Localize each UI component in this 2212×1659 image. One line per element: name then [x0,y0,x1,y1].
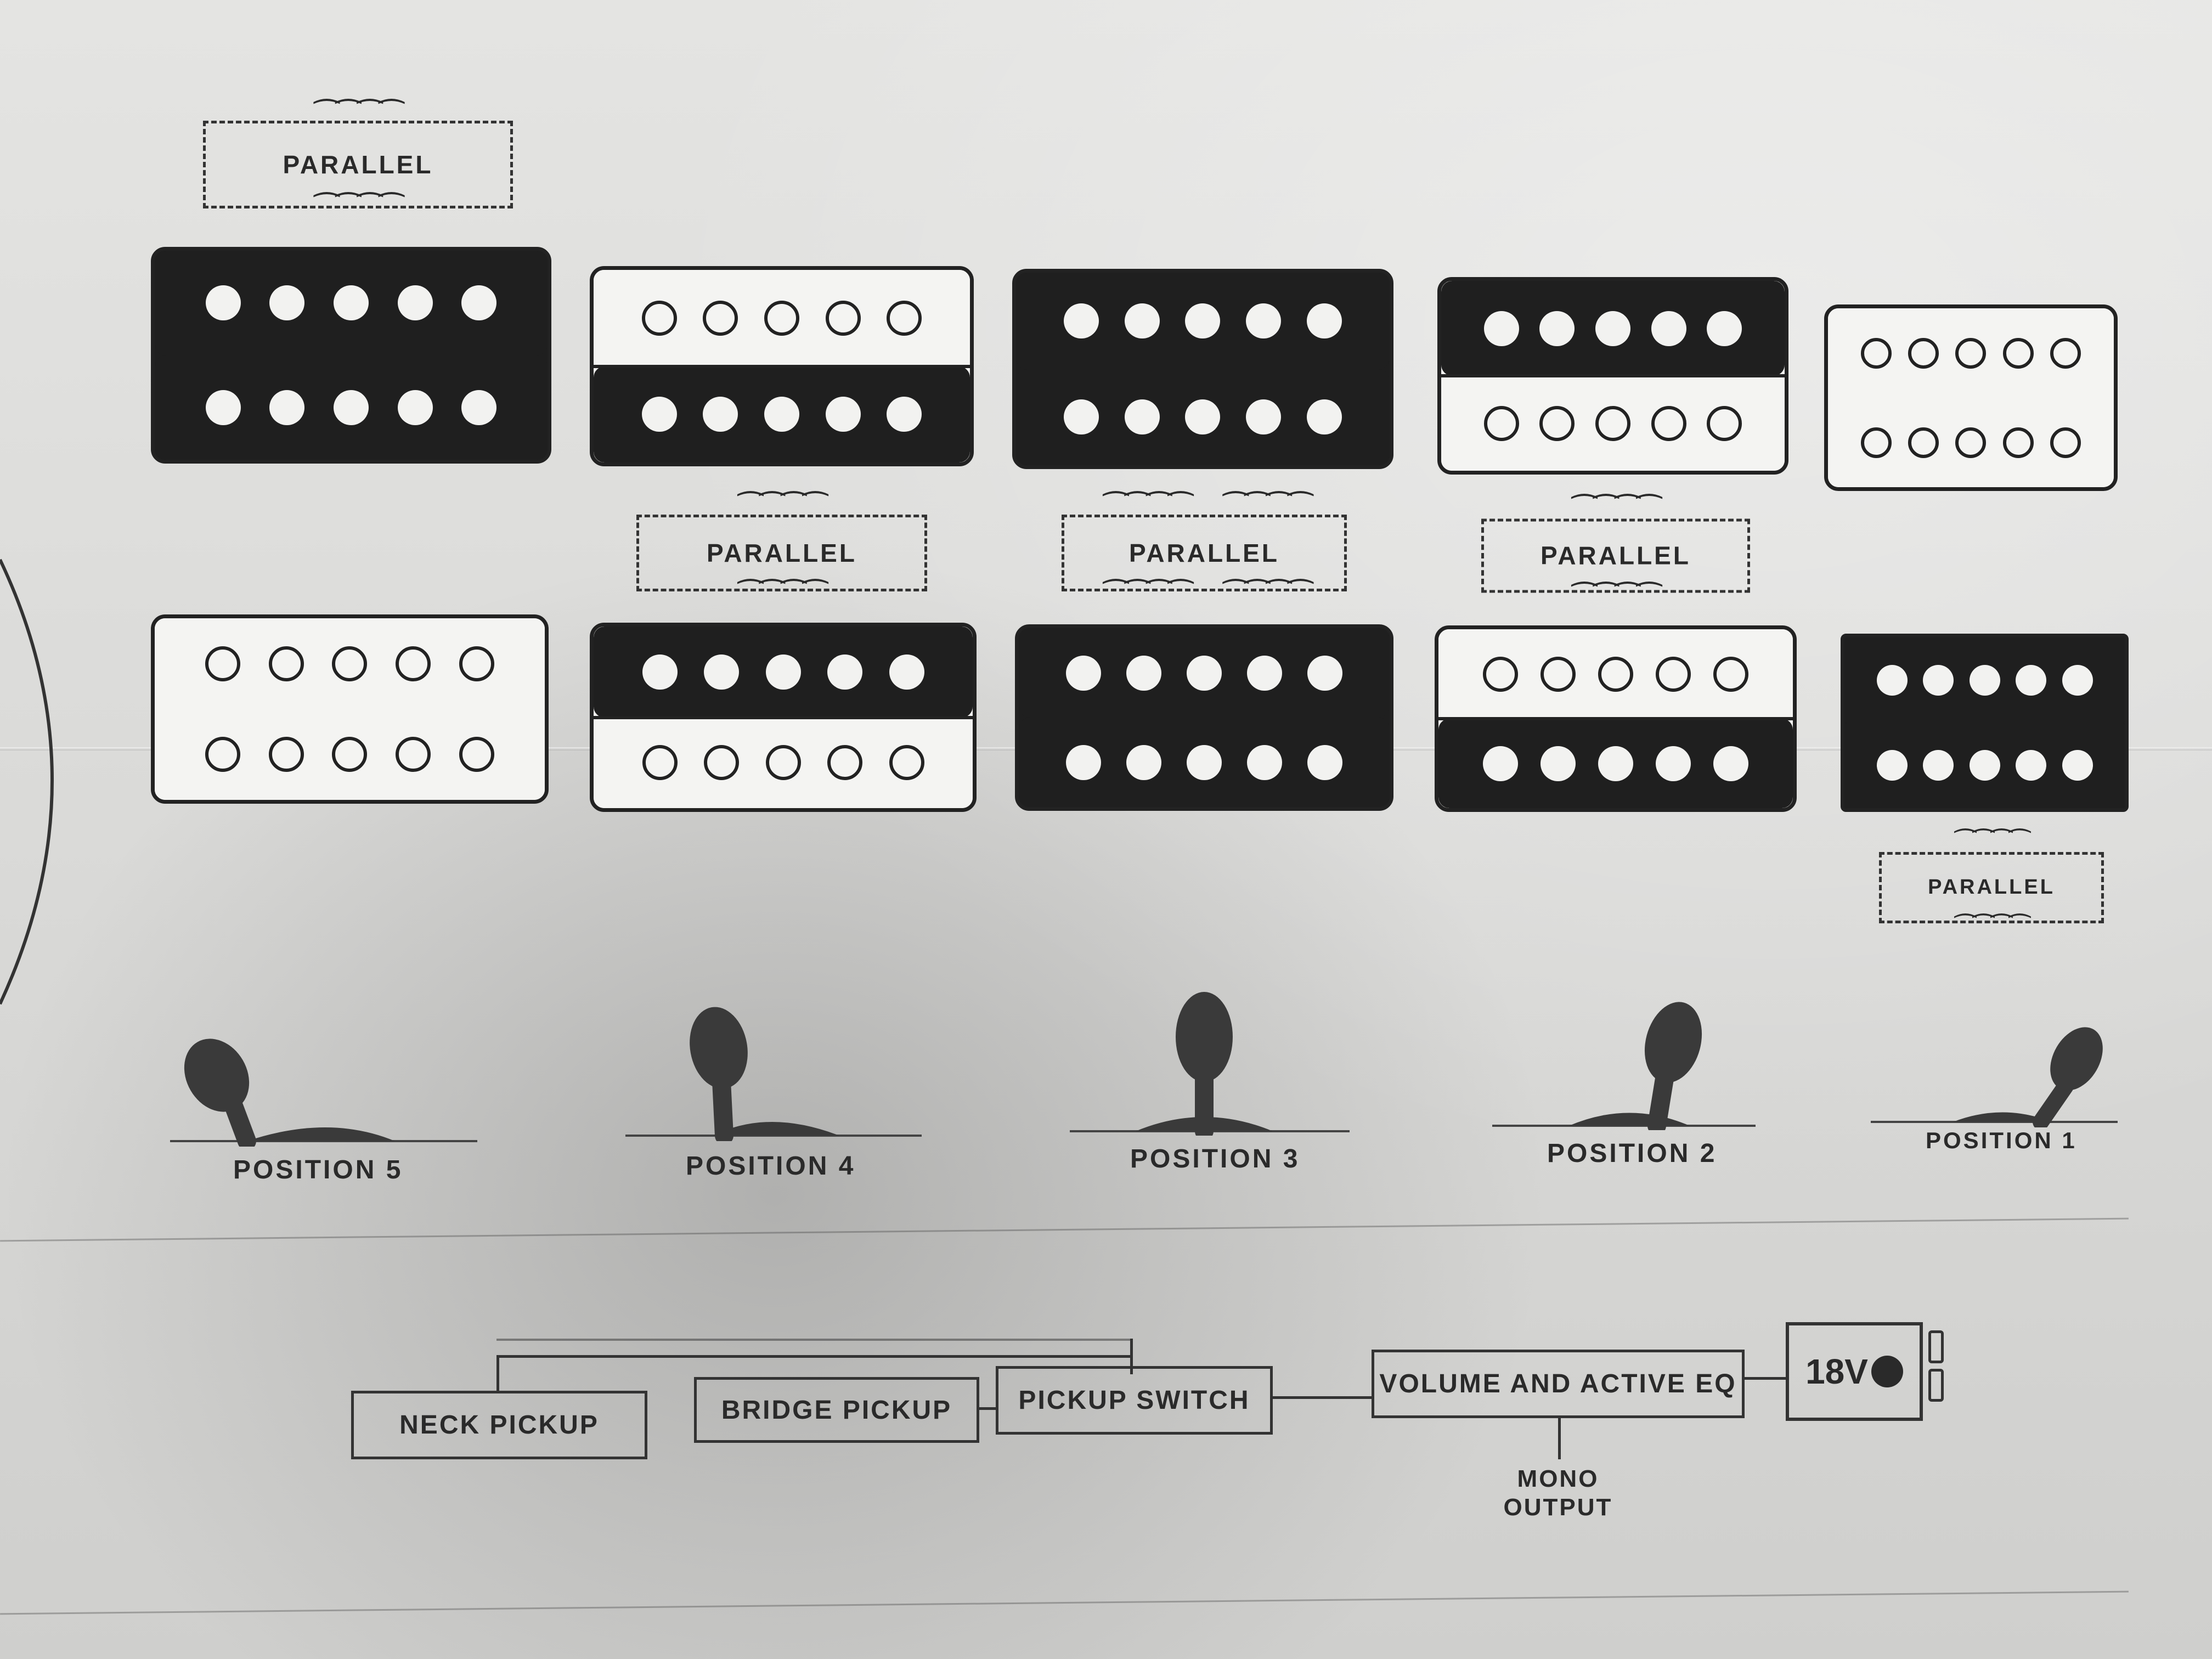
parallel-wiring-label: ⁀⁀⁀⁀ PARALLEL ⁀⁀⁀⁀ [1879,828,2104,946]
neck-pickup-position-2 [1437,277,1788,475]
body-outline [0,558,54,1005]
coil-symbol: ⁀⁀⁀⁀ [1572,494,1661,528]
bridge-pickup-position-4 [590,623,977,812]
coil-symbol: ⁀⁀⁀⁀ [738,491,827,526]
coil-symbol: ⁀⁀⁀⁀ [1104,491,1193,526]
parallel-text: PARALLEL [1928,876,2055,899]
position-2-label: POSITION 2 [1547,1139,1717,1168]
bridge-pickup-position-1 [1841,634,2129,812]
parallel-text: PARALLEL [707,538,857,567]
parallel-wiring-label: ⁀⁀⁀⁀ PARALLEL ⁀⁀⁀⁀ [636,491,927,614]
position-5-label: POSITION 5 [233,1155,403,1184]
connector-line [496,1355,499,1393]
mono-output-label: MONO OUTPUT [1503,1465,1613,1521]
neck-pickup-position-1 [1824,304,2118,491]
connector-line [1745,1377,1786,1380]
coil-symbol: ⁀⁀⁀⁀ [314,192,404,227]
switch-lever-position-3 [1070,992,1350,1136]
parallel-text: PARALLEL [1129,538,1279,567]
switch-lever-position-4 [625,1007,922,1141]
coil-symbol: ⁀⁀⁀⁀ [1223,491,1313,526]
connector-line [496,1355,1133,1358]
bridge-pickup-position-3 [1015,624,1393,811]
switch-lever-position-5 [170,1039,477,1147]
position-4-label: POSITION 4 [686,1152,856,1181]
bridge-pickup-block: BRIDGE PICKUP [694,1377,979,1443]
neck-pickup-position-3 [1012,269,1393,469]
battery-voltage: 18V [1805,1352,1868,1391]
parallel-wiring-label: ⁀⁀⁀⁀ PARALLEL ⁀⁀⁀⁀ [203,99,513,230]
connector-line [496,1339,1133,1341]
volume-eq-block: VOLUME AND ACTIVE EQ [1372,1350,1745,1418]
connector-line [1273,1396,1372,1399]
coil-symbol: ⁀⁀⁀⁀ [738,579,827,613]
parallel-text: PARALLEL [283,150,433,179]
pickup-switch-block: PICKUP SWITCH [996,1366,1273,1435]
coil-symbol: ⁀⁀⁀⁀ [1104,579,1193,613]
connector-line [1558,1418,1561,1459]
parallel-wiring-label: ⁀⁀⁀⁀ PARALLEL ⁀⁀⁀⁀ [1481,494,1750,617]
parallel-text: PARALLEL [1541,541,1691,570]
battery-icon [1871,1356,1903,1387]
coil-symbol: ⁀⁀⁀⁀ [1223,579,1313,613]
battery-18v: 18V [1786,1322,1923,1421]
connector-line [979,1407,998,1410]
position-3-label: POSITION 3 [1130,1144,1300,1173]
coil-symbol: ⁀⁀⁀⁀ [1572,582,1661,616]
neck-pickup-position-4 [590,266,974,466]
coil-symbol: ⁀⁀⁀⁀ [314,99,404,133]
bridge-pickup-position-5 [151,614,549,804]
bridge-pickup-position-2 [1435,625,1797,812]
battery-terminal [1928,1369,1944,1402]
switch-lever-position-1 [1871,1027,2118,1127]
switch-lever-position-2 [1492,1002,1756,1130]
coil-symbol: ⁀⁀⁀⁀ [1955,913,2030,943]
battery-terminal [1928,1330,1944,1363]
neck-pickup-position-5 [151,247,551,464]
connector-line [1130,1339,1133,1374]
position-1-label: POSITION 1 [1926,1127,2077,1153]
parallel-wiring-label-double: ⁀⁀⁀⁀ ⁀⁀⁀⁀ PARALLEL ⁀⁀⁀⁀ ⁀⁀⁀⁀ [1062,491,1347,614]
neck-pickup-block: NECK PICKUP [351,1391,647,1459]
